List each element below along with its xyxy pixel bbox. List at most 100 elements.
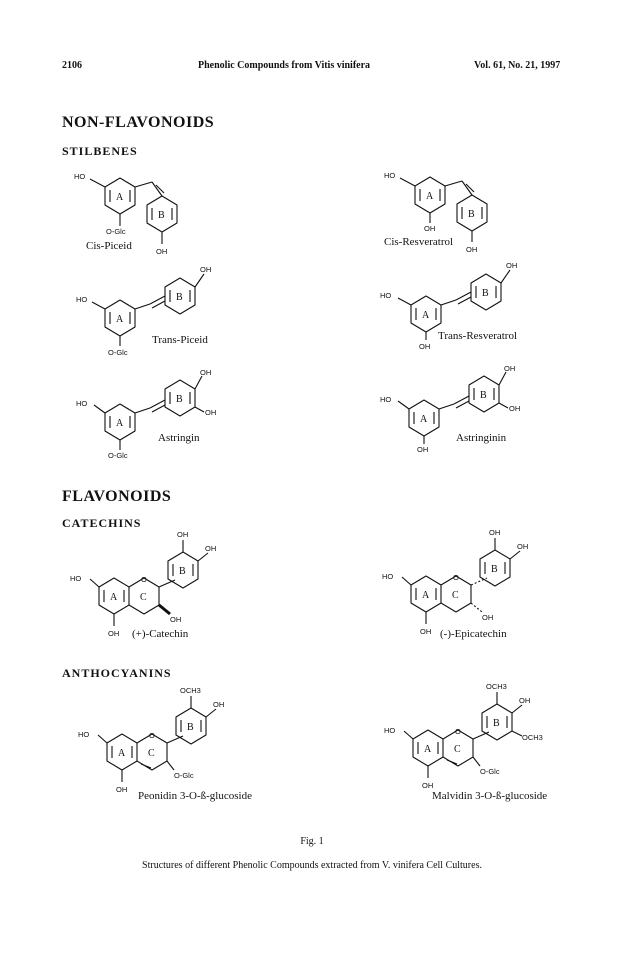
- ring-b-label: B: [491, 564, 498, 575]
- ring-b-label: B: [493, 718, 500, 729]
- label-oh: OH: [200, 368, 211, 377]
- ring-b-label: B: [158, 210, 165, 221]
- ring-a-label: A: [422, 590, 430, 601]
- structure-cis-piceid: HO A B O-Glc OH: [74, 172, 178, 256]
- compound-name-trans-piceid: Trans-Piceid: [152, 334, 208, 346]
- label-o-glc: O-Glc: [174, 771, 194, 780]
- journal-title: Phenolic Compounds from Vitis vinifera: [198, 60, 371, 71]
- label-oh: OH: [422, 781, 433, 790]
- label-oh: OH: [419, 342, 430, 351]
- compound-name-malvidin-glucoside: Malvidin 3-O-ß-glucoside: [432, 790, 548, 802]
- ring-a-label: A: [426, 191, 434, 202]
- figure-caption: Structures of different Phenolic Compoun…: [142, 860, 482, 871]
- label-oh: OH: [482, 613, 493, 622]
- compound-name-cis-resveratrol: Cis-Resveratrol: [384, 236, 454, 248]
- label-o-glc: O-Glc: [108, 348, 128, 357]
- label-ho: HO: [74, 172, 85, 181]
- label-oh: OH: [177, 530, 188, 539]
- ring-c-label: C: [452, 590, 459, 601]
- label-ho: HO: [380, 291, 391, 300]
- label-och3: OCH3: [486, 682, 507, 691]
- label-oh: OH: [504, 364, 515, 373]
- label-oh: OH: [200, 265, 211, 274]
- label-oh: OH: [170, 615, 181, 624]
- label-ho: HO: [78, 730, 89, 739]
- heading-anthocyanins: ANTHOCYANINS: [62, 666, 172, 680]
- ring-b-label: B: [179, 566, 186, 577]
- label-ho: HO: [76, 295, 87, 304]
- structure-trans-piceid: HO A B O-Glc OH: [76, 265, 211, 357]
- structure-catechin: HO O A C B OH OH OH OH: [70, 530, 216, 638]
- structure-astringin: HO A B O-Glc OH OH: [76, 368, 216, 460]
- label-ho: HO: [384, 726, 395, 735]
- structure-astringinin: HO A B OH OH OH: [380, 364, 520, 454]
- structure-peonidin-glucoside: HO O A C B OH O-Glc OCH3 OH: [78, 686, 224, 794]
- label-oh: OH: [213, 700, 224, 709]
- ring-b-label: B: [468, 209, 475, 220]
- ring-a-label: A: [116, 418, 124, 429]
- label-och3: OCH3: [522, 733, 543, 742]
- compound-name-catechin: (+)-Catechin: [132, 628, 189, 640]
- label-ho: HO: [382, 572, 393, 581]
- figure-label: Fig. 1: [300, 836, 324, 847]
- ring-b-label: B: [176, 394, 183, 405]
- label-o-glc: O-Glc: [106, 227, 126, 236]
- ring-a-label: A: [118, 748, 126, 759]
- label-o: O: [453, 573, 459, 582]
- label-o-glc: O-Glc: [108, 451, 128, 460]
- label-oh: OH: [506, 261, 517, 270]
- label-oh: OH: [116, 785, 127, 794]
- structure-epicatechin: HO O A C B OH OH OH OH: [382, 528, 528, 636]
- heading-non-flavonoids: NON-FLAVONOIDS: [62, 114, 215, 131]
- label-och3: OCH3: [180, 686, 201, 695]
- ring-b-label: B: [482, 288, 489, 299]
- label-ho: HO: [70, 574, 81, 583]
- label-oh: OH: [108, 629, 119, 638]
- compound-name-epicatechin: (-)-Epicatechin: [440, 628, 507, 640]
- label-o: O: [455, 727, 461, 736]
- ring-b-label: B: [480, 390, 487, 401]
- label-oh: OH: [466, 245, 477, 254]
- ring-b-label: B: [187, 722, 194, 733]
- ring-c-label: C: [140, 592, 147, 603]
- label-oh: OH: [519, 696, 530, 705]
- label-oh: OH: [509, 404, 520, 413]
- ring-b-label: B: [176, 292, 183, 303]
- ring-c-label: C: [148, 748, 155, 759]
- label-ho: HO: [384, 171, 395, 180]
- label-oh: OH: [424, 224, 435, 233]
- structure-trans-resveratrol: HO A B OH OH: [380, 261, 517, 351]
- label-oh: OH: [420, 627, 431, 636]
- ring-c-label: C: [454, 744, 461, 755]
- heading-flavonoids: FLAVONOIDS: [62, 488, 172, 505]
- label-oh: OH: [489, 528, 500, 537]
- heading-stilbenes: STILBENES: [62, 144, 138, 158]
- ring-a-label: A: [424, 744, 432, 755]
- heading-catechins: CATECHINS: [62, 516, 142, 530]
- ring-a-label: A: [110, 592, 118, 603]
- label-o: O: [141, 575, 147, 584]
- label-ho: HO: [380, 395, 391, 404]
- compound-name-astringin: Astringin: [158, 432, 200, 444]
- label-oh: OH: [156, 247, 167, 256]
- label-ho: HO: [76, 399, 87, 408]
- ring-a-label: A: [422, 310, 430, 321]
- compound-name-cis-piceid: Cis-Piceid: [86, 240, 132, 252]
- label-o-glc: O-Glc: [480, 767, 500, 776]
- page-number: 2106: [62, 60, 82, 71]
- compound-name-trans-resveratrol: Trans-Resveratrol: [438, 330, 518, 342]
- label-oh: OH: [205, 408, 216, 417]
- label-oh: OH: [517, 542, 528, 551]
- structure-malvidin-glucoside: HO O A C B OH O-Glc OCH3 OH OCH3: [384, 682, 543, 790]
- compound-name-astringinin: Astringinin: [456, 432, 507, 444]
- ring-a-label: A: [116, 192, 124, 203]
- label-oh: OH: [417, 445, 428, 454]
- label-o: O: [149, 731, 155, 740]
- compound-name-peonidin-glucoside: Peonidin 3-O-ß-glucoside: [138, 790, 252, 802]
- structure-cis-resveratrol: HO A B OH OH: [384, 171, 488, 254]
- label-oh: OH: [205, 544, 216, 553]
- volume-info: Vol. 61, No. 21, 1997: [474, 60, 561, 71]
- ring-a-label: A: [116, 314, 124, 325]
- ring-a-label: A: [420, 414, 428, 425]
